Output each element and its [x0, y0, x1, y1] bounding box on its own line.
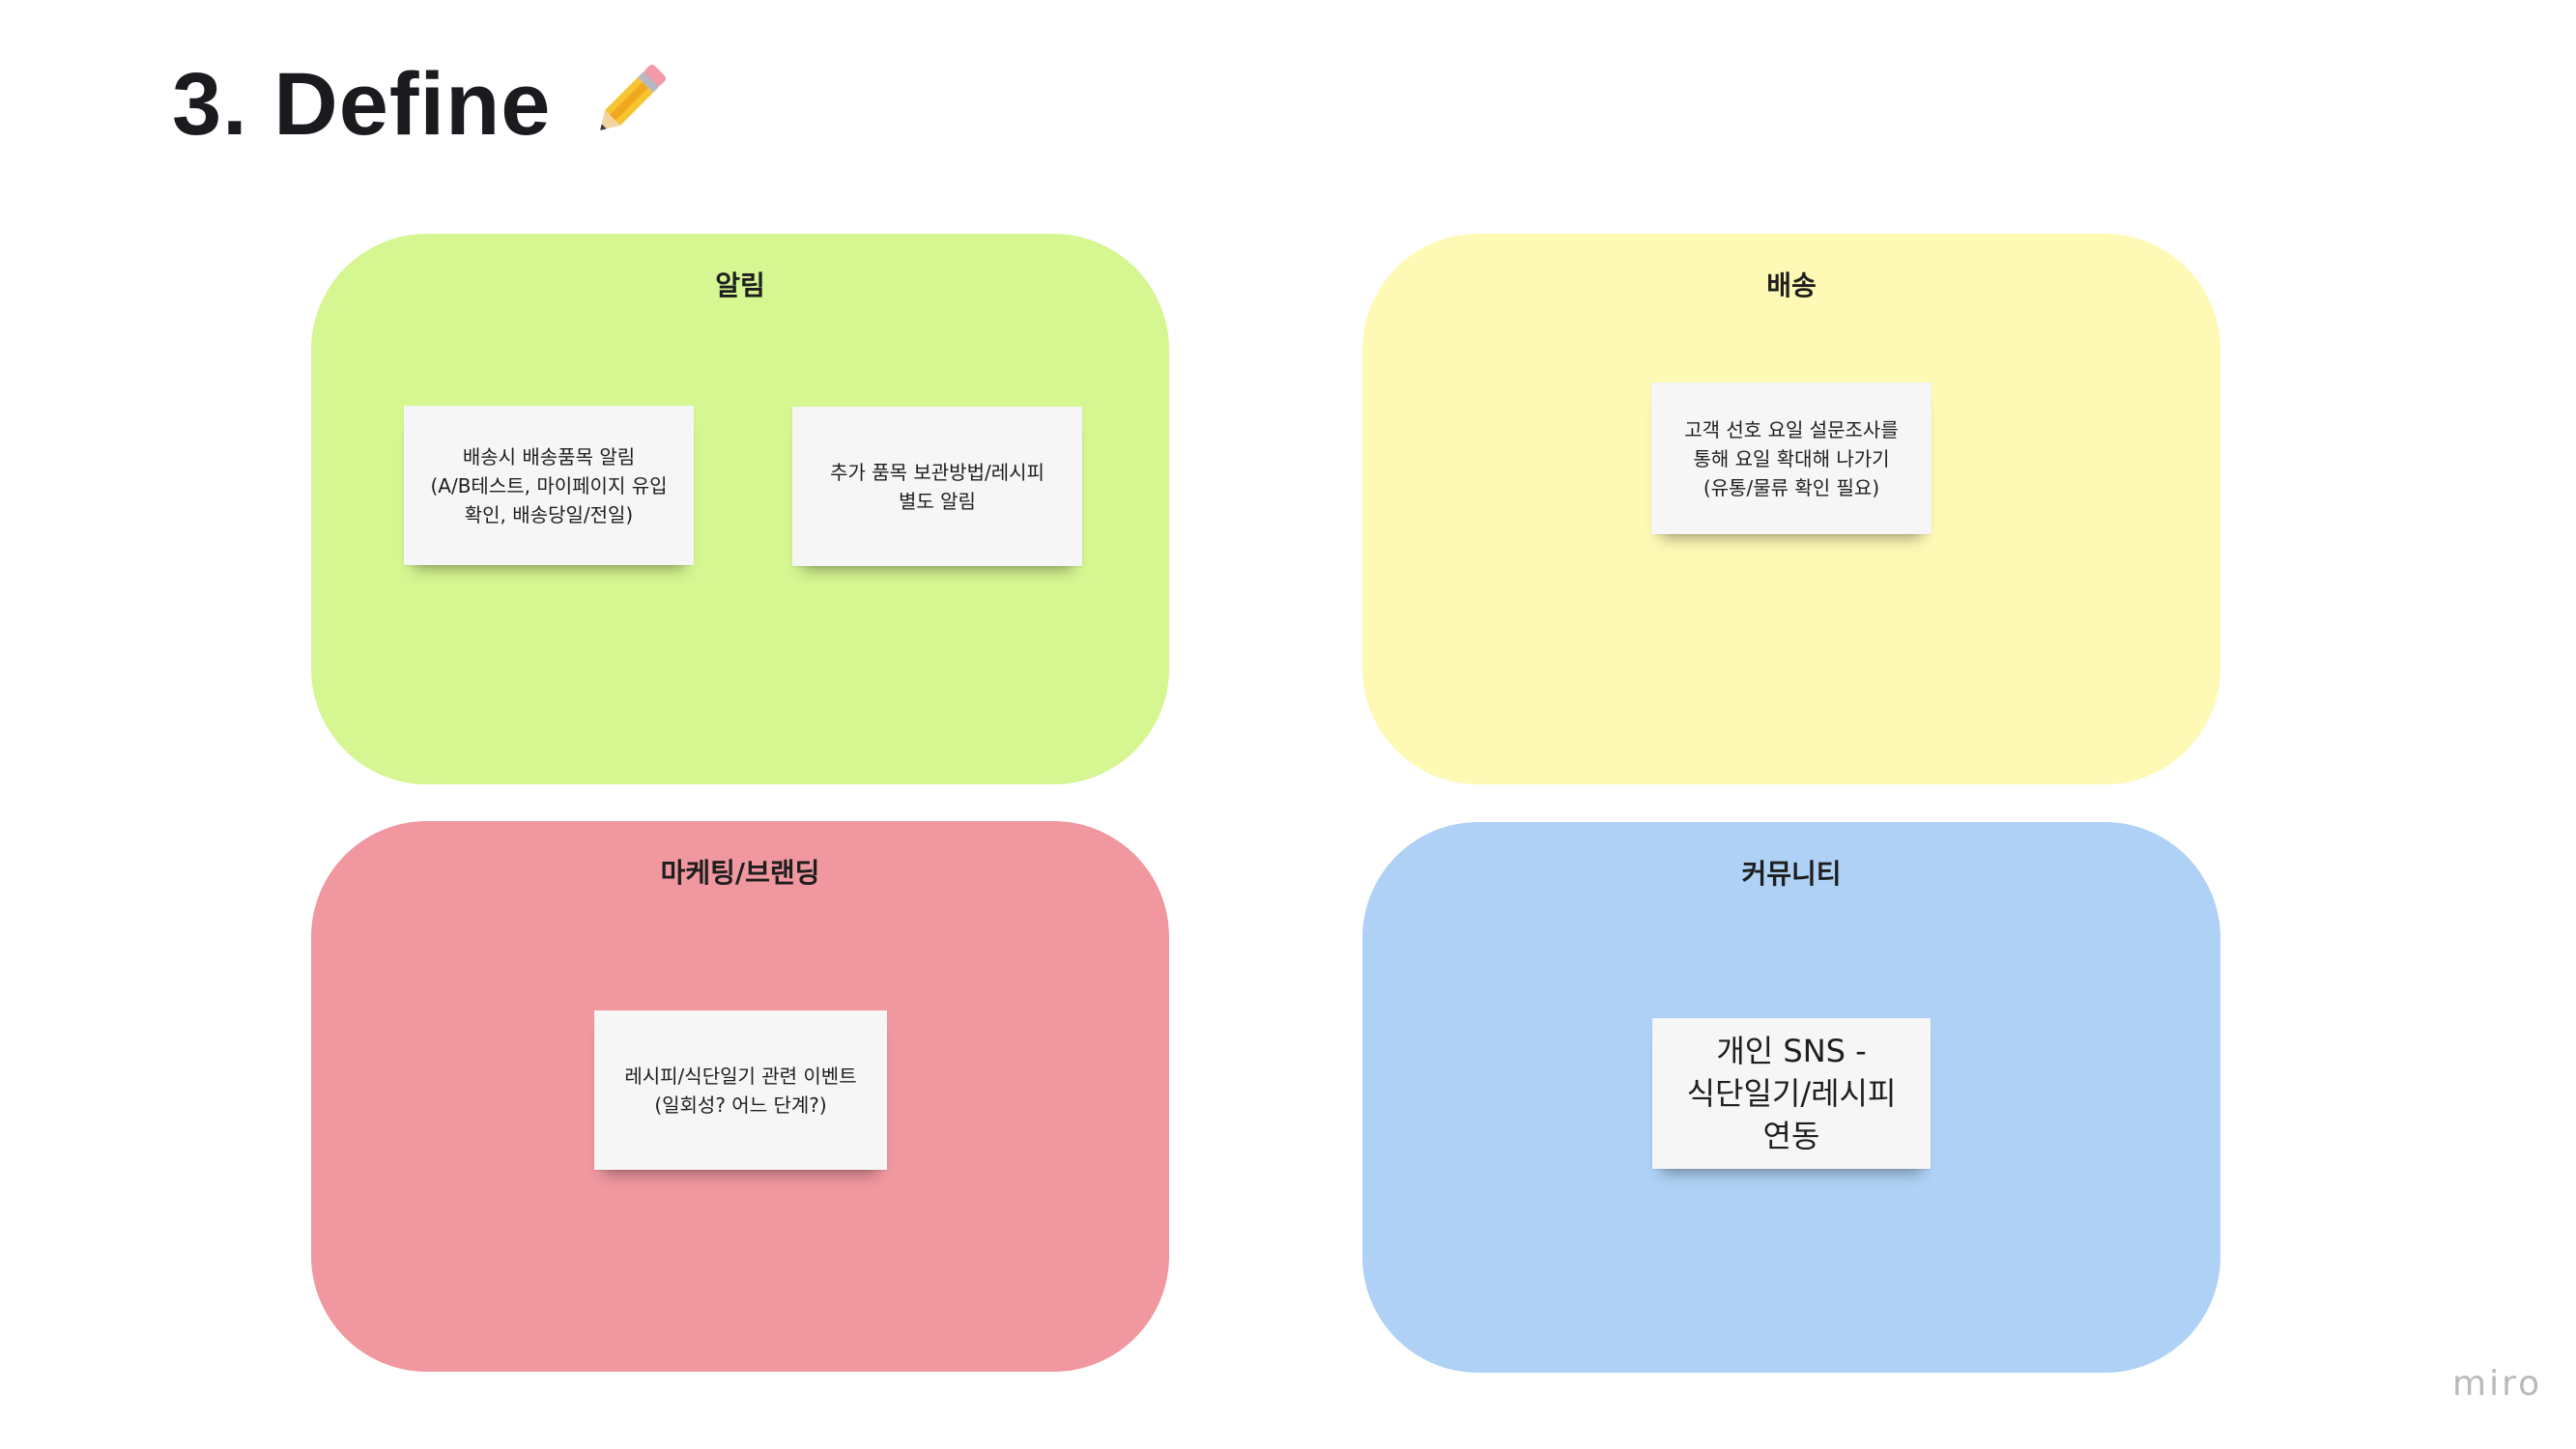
pencil-icon — [600, 64, 667, 130]
page-title: 3. Define — [172, 55, 552, 154]
sticky-note-text: 레시피/식단일기 관련 이벤트 (일회성? 어느 단계?) — [624, 1064, 857, 1117]
board-title: 배송 — [1766, 270, 1817, 301]
sticky-note[interactable]: 레시피/식단일기 관련 이벤트 (일회성? 어느 단계?) — [594, 1010, 887, 1170]
sticky-note[interactable]: 추가 품목 보관방법/레시피 별도 알림 — [792, 407, 1082, 566]
board-title: 마케팅/브랜딩 — [660, 857, 820, 889]
sticky-note-text: 개인 SNS - 식단일기/레시피 연동 — [1686, 1033, 1897, 1154]
sticky-note[interactable]: 고객 선호 요일 설문조사를 통해 요일 확대해 나가기 (유통/물류 확인 필… — [1651, 383, 1932, 534]
sticky-note-text: 추가 품목 보관방법/레시피 별도 알림 — [830, 460, 1045, 513]
sticky-note[interactable]: 배송시 배송품목 알림 (A/B테스트, 마이페이지 유입 확인, 배송당일/전… — [404, 406, 694, 565]
board-title: 커뮤니티 — [1741, 858, 1842, 890]
sticky-note-text: 고객 선호 요일 설문조사를 통해 요일 확대해 나가기 (유통/물류 확인 필… — [1684, 417, 1899, 499]
board-title: 알림 — [715, 270, 765, 301]
miro-logo: miro — [2452, 1364, 2543, 1404]
sticky-note-text: 배송시 배송품목 알림 (A/B테스트, 마이페이지 유입 확인, 배송당일/전… — [430, 444, 668, 526]
sticky-note[interactable]: 개인 SNS - 식단일기/레시피 연동 — [1652, 1018, 1931, 1169]
